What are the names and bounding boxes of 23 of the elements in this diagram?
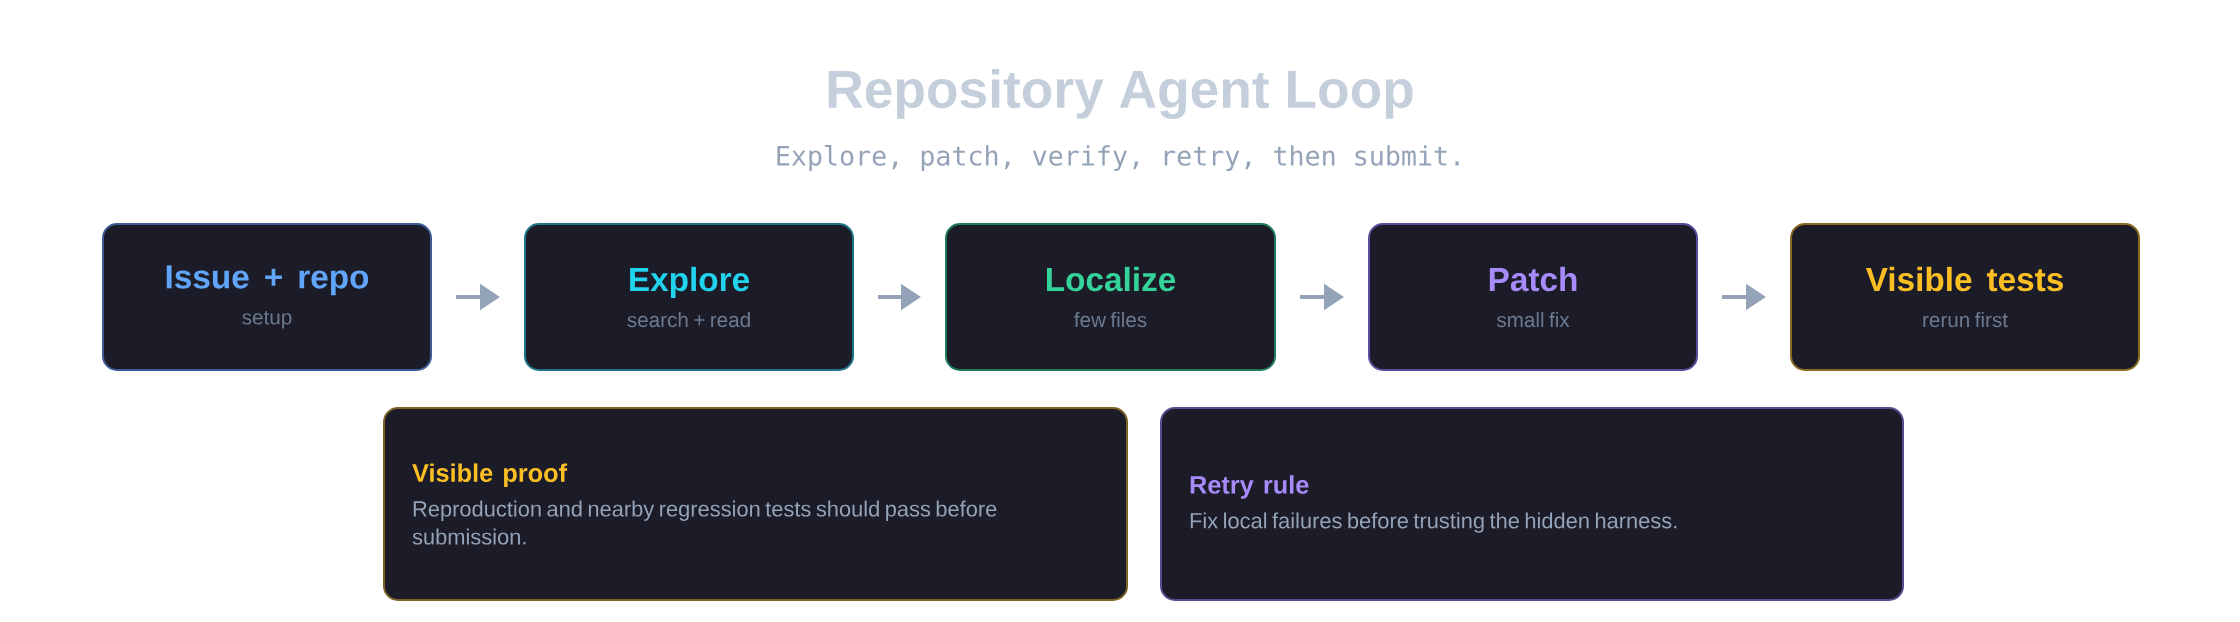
step-box [945,223,1276,371]
box-subtitle: small fix [1496,312,1570,328]
card-text: Fix local failures before trusting the hidden harness. [1190,512,1677,533]
box-subtitle: few files [1074,312,1147,328]
box-subtitle: search + read [627,312,750,328]
box-title: Issue + repo [166,265,369,296]
box-title: Patch [1489,266,1577,292]
step-box [524,223,854,371]
box-title: Explore [630,266,749,298]
box-subtitle: rerun first [1923,312,2008,328]
box-subtitle: setup [242,310,292,329]
note-card [383,407,1128,601]
subtitle: Explore, patch, verify, retry, then submit. [777,145,1459,171]
box-title: Visible tests [1865,266,2063,292]
card-text: Reproduction and nearby regression tests should pass before submission. [412,500,997,545]
step-box [1368,223,1698,371]
diagram-title: Repository Agent Loop [828,69,1413,119]
step-box [1790,223,2140,371]
step-box [102,223,432,371]
note-card [1160,407,1904,601]
box-title: Localize [1047,266,1176,292]
card-heading: Retry rule [1190,475,1309,499]
card-heading: Visible proof [412,463,568,487]
